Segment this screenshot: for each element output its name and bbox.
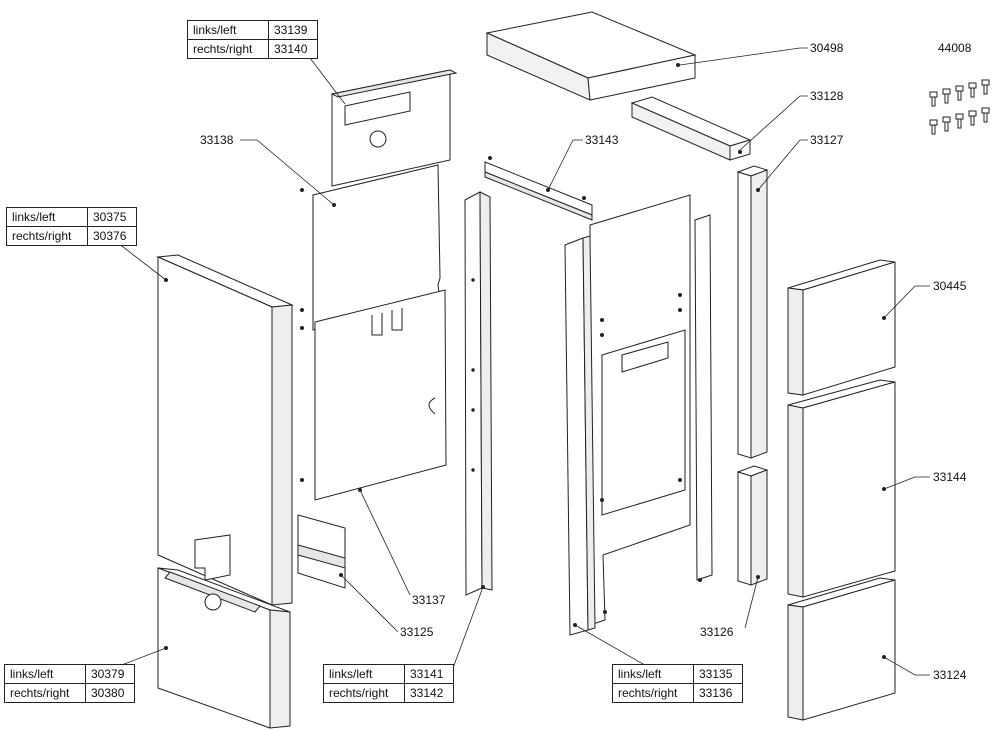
variant-label: links/left (4, 664, 86, 684)
label-33137: 33137 (412, 593, 446, 607)
variant-part: 33139 (268, 20, 318, 40)
variant-label: rechts/right (612, 683, 694, 703)
label-33138: 33138 (200, 133, 234, 147)
top-beam-part (630, 96, 752, 161)
label-33125: 33125 (400, 625, 434, 639)
right-middle-panel-part (787, 379, 896, 598)
upper-side-plate-part (330, 69, 458, 187)
label-33143: 33143 (585, 133, 619, 147)
variant-part: 33142 (404, 683, 454, 703)
variant-part: 30379 (85, 664, 135, 684)
left-lower-panel-part (157, 567, 291, 729)
top-cover-part (485, 11, 697, 101)
label-30445: 30445 (933, 279, 967, 293)
variant-label: rechts/right (323, 683, 405, 703)
variant-label: rechts/right (187, 39, 269, 59)
label-33128: 33128 (810, 89, 844, 103)
vertical-channel-part (464, 191, 493, 596)
label-33144: 33144 (933, 470, 967, 484)
variant-part: 30376 (87, 226, 137, 246)
label-33126: 33126 (700, 625, 734, 639)
variant-label: links/left (612, 664, 694, 684)
variant-part: 33140 (268, 39, 318, 59)
right-upper-panel-part (787, 259, 896, 396)
variant-part: 33136 (693, 683, 743, 703)
variant-part: 33141 (404, 664, 454, 684)
variant-label: links/left (6, 207, 88, 227)
small-bracket-part (297, 514, 346, 589)
screw-set-part (929, 79, 990, 135)
label-33124: 33124 (933, 668, 967, 682)
short-post-part (736, 465, 769, 586)
variant-part: 33135 (693, 664, 743, 684)
label-44008: 44008 (938, 41, 972, 55)
label-30498: 30498 (810, 41, 844, 55)
variant-label: rechts/right (6, 226, 88, 246)
middle-back-panel-part (300, 164, 447, 501)
leader-lines (113, 47, 930, 676)
variant-label: rechts/right (4, 683, 86, 703)
label-33127: 33127 (810, 133, 844, 147)
left-side-panel-part (156, 254, 294, 606)
vertical-post-part (736, 165, 769, 459)
right-lower-panel-part (787, 577, 896, 721)
variant-label: links/left (187, 20, 269, 40)
main-frame-part (564, 194, 713, 636)
variant-part: 30375 (87, 207, 137, 227)
top-rail-part (484, 156, 593, 221)
variant-part: 30380 (85, 683, 135, 703)
variant-label: links/left (323, 664, 405, 684)
